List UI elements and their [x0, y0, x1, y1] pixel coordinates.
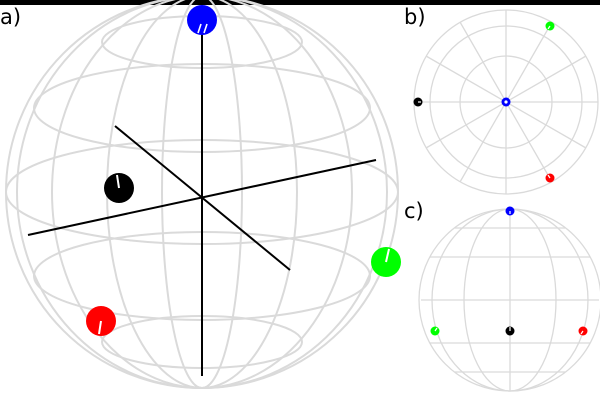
panel-label-c: c) — [404, 199, 424, 223]
panel-label-a: a) — [0, 5, 22, 29]
sphere-a-longitude — [16, 0, 388, 389]
sphere-c — [418, 208, 600, 392]
top-border — [0, 0, 600, 5]
axis-y — [114, 125, 291, 271]
red-point-c-tick — [580, 330, 584, 335]
red-point-a-tick — [98, 320, 102, 335]
blue-point-a — [187, 5, 217, 35]
sphere-b-points — [413, 21, 555, 183]
blue-point-a-tick — [197, 23, 208, 34]
red-point-b-tick — [547, 174, 551, 179]
sphere-a-axes — [27, 24, 377, 376]
green-point-c-tick — [434, 327, 438, 332]
black-point-a-tick — [116, 174, 120, 189]
blue-point-b-center — [504, 100, 508, 104]
green-point-a-tick — [385, 248, 390, 263]
sphere-c-points — [430, 206, 588, 336]
panel-label-b: b) — [404, 5, 426, 29]
green-point-b-tick — [547, 25, 551, 30]
sphere-a-points — [86, 5, 401, 336]
